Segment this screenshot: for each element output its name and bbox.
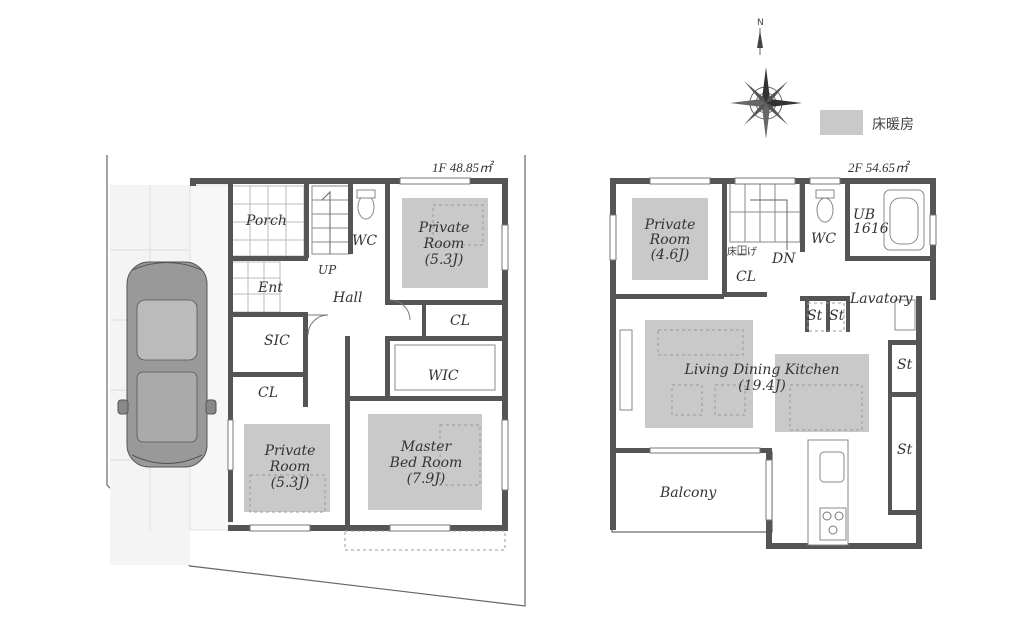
label-private-room-2f-line3: (4.6J) [651,247,690,263]
balcony-area [611,451,773,533]
label-master-bed-line3: (7.9J) [407,471,446,487]
label-master-bed-line1: Master [400,439,453,455]
label-private-room-2f-line2: Room [649,232,691,248]
label-cl-upper: CL [450,313,470,329]
floor1-title: 1F 48.85㎡ [432,160,495,175]
toilet-1f-icon [357,194,375,220]
label-private-room-sw: Private Room (5.3J) [264,443,316,491]
label-yukaage: 床上げ [727,245,757,258]
washbasin-icon [894,299,916,331]
floor2-title: 2F 54.65㎡ [848,160,911,175]
sink-icon [819,451,845,483]
label-st-2: St [829,308,845,324]
toilet-2f-icon [816,197,834,223]
label-st-3: St [897,357,913,373]
label-st-4: St [897,442,913,458]
label-up: UP [318,263,337,277]
site-boundary [106,155,526,607]
heated-floor-living [645,320,753,428]
heated-floor-private-room-2f [632,198,708,280]
label-cl-2f: CL [736,269,756,285]
legend-swatch [820,110,863,135]
label-sic: SIC [264,333,290,349]
wic-shelf [394,344,496,391]
label-private-room-sw-line3: (5.3J) [271,475,310,491]
stairs-1f [311,185,351,255]
label-st-1: St [807,308,823,324]
label-private-room-ne-line1: Private [418,220,470,236]
stove-icon [819,507,847,541]
label-master-bed-line2: Bed Room [389,455,463,471]
floor1-walls [190,178,508,531]
label-private-room-sw-line1: Private [264,443,316,459]
label-wc-1f: WC [352,233,377,249]
stairs-2f [729,181,801,250]
label-porch: Porch [245,213,287,229]
raised-floor-marker [737,245,747,255]
floor1-windows [227,177,509,532]
label-dn: DN [771,251,796,267]
label-cl-left: CL [258,385,278,401]
label-wc-2f: WC [811,231,836,247]
car-icon [117,261,217,468]
floor2-plan: 2F 54.65㎡ Private Room (4.6J) 床上げ CL DN … [609,160,937,549]
floor1-plan: 1F 48.85㎡ Porch Ent SIC UP WC Hall CL CL… [106,155,526,607]
label-ldk-line1: Living Dining Kitchen [684,362,840,378]
legend: 床暖房 [820,110,914,135]
label-private-room-2f: Private Room (4.6J) [644,217,696,263]
tv-board [619,329,633,411]
label-ent: Ent [257,280,283,296]
heated-floor-dining [775,354,869,432]
compass-north-label: N [757,18,764,28]
legend-label: 床暖房 [872,117,914,133]
label-ub-line2: 1616 [853,221,889,237]
label-hall: Hall [332,290,363,306]
label-private-room-ne: Private Room (5.3J) [418,220,470,268]
compass-rose-icon: N [730,18,802,139]
label-ldk: Living Dining Kitchen (19.4J) [684,362,840,394]
heated-floor-master-bed [368,414,482,510]
label-private-room-ne-line3: (5.3J) [425,252,464,268]
label-private-room-ne-line2: Room [423,236,465,252]
label-ub-line1: UB [853,207,875,223]
label-master-bed: Master Bed Room (7.9J) [389,439,463,487]
label-wic: WIC [428,368,459,384]
heated-floor-private-room-sw [244,424,330,512]
label-ldk-line2: (19.4J) [738,378,786,394]
label-private-room-2f-line1: Private [644,217,696,233]
label-lavatory: Lavatory [849,291,914,307]
heated-floor-private-room-ne [402,198,488,288]
label-private-room-sw-line2: Room [269,459,311,475]
label-balcony: Balcony [659,485,717,501]
floor2-windows [609,177,937,521]
